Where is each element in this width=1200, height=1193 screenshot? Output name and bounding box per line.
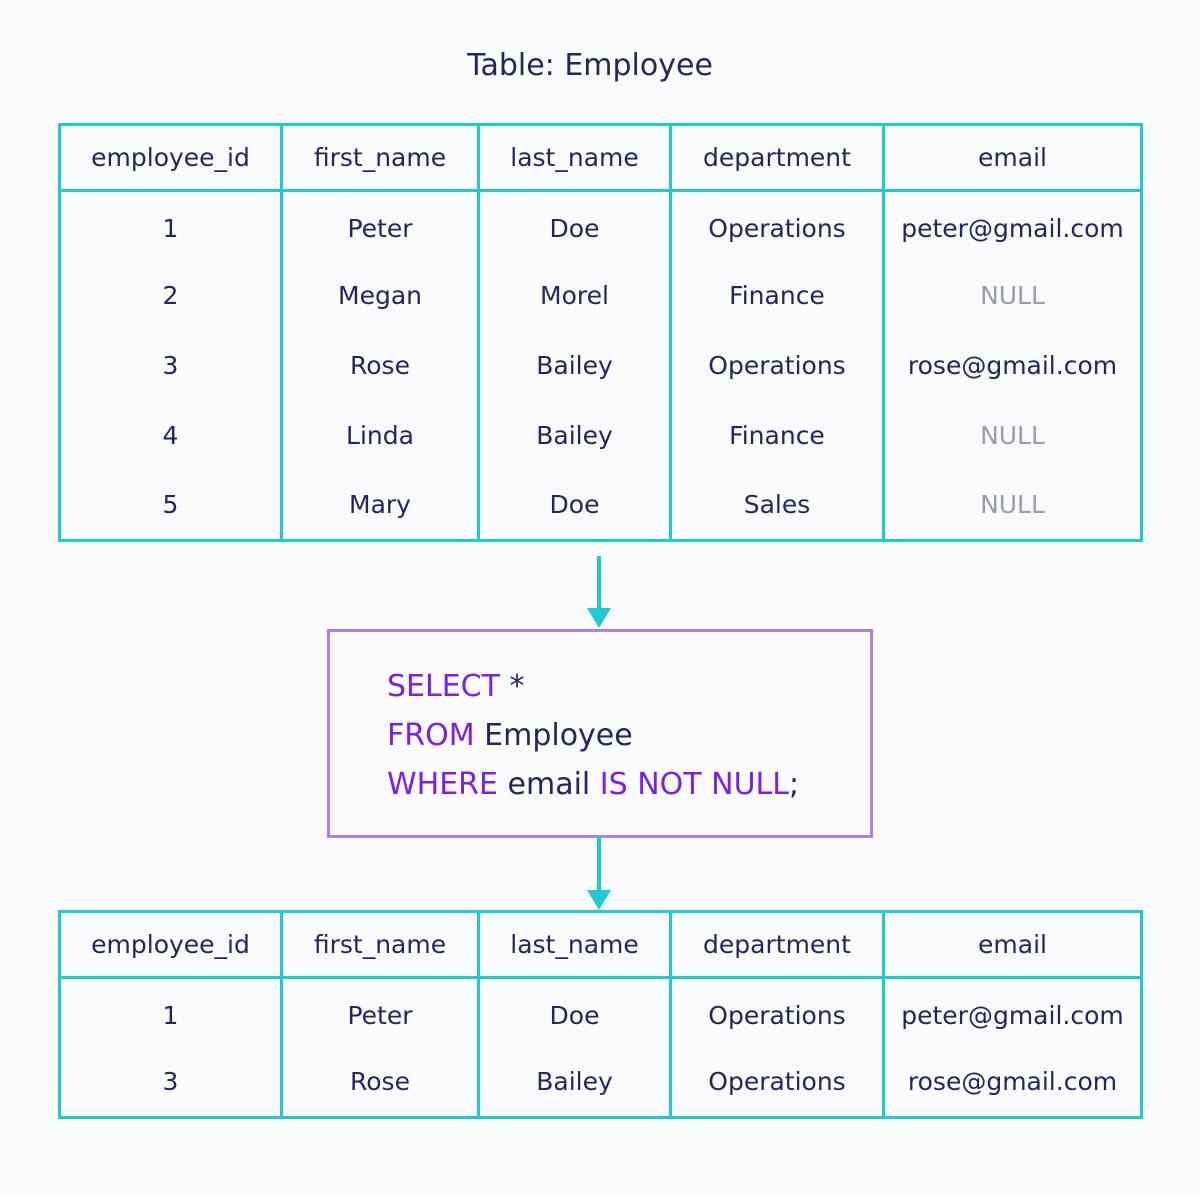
cell-email-null: NULL <box>882 400 1143 471</box>
header-department: department <box>669 123 885 192</box>
cell-first-name: Rose <box>280 1047 480 1119</box>
cell-first-name: Linda <box>280 400 480 471</box>
header-email: email <box>882 910 1143 979</box>
cell-first-name: Peter <box>280 977 480 1048</box>
keyword-select: SELECT <box>387 669 500 704</box>
table-row: 4 Linda Bailey Finance NULL <box>58 400 1143 471</box>
cell-employee-id: 1 <box>58 977 283 1048</box>
query-line-from: FROM Employee <box>387 718 633 753</box>
cell-email: rose@gmail.com <box>882 330 1143 401</box>
result-employee-table: employee_id first_name last_name departm… <box>58 910 1143 1119</box>
cell-last-name: Bailey <box>477 1047 672 1119</box>
cell-last-name: Bailey <box>477 400 672 471</box>
table-row: 1 Peter Doe Operations peter@gmail.com <box>58 977 1143 1048</box>
cell-employee-id: 3 <box>58 330 283 401</box>
cell-first-name: Rose <box>280 330 480 401</box>
cell-email-null: NULL <box>882 470 1143 542</box>
from-table: Employee <box>474 718 633 753</box>
cell-department: Operations <box>669 190 885 261</box>
cell-employee-id: 2 <box>58 260 283 331</box>
cell-first-name: Megan <box>280 260 480 331</box>
table-row: 2 Megan Morel Finance NULL <box>58 260 1143 331</box>
diagram-title: Table: Employee <box>467 48 713 83</box>
arrow-head <box>587 608 611 628</box>
cell-last-name: Doe <box>477 470 672 542</box>
header-last-name: last_name <box>477 910 672 979</box>
table-row: 3 Rose Bailey Operations rose@gmail.com <box>58 1047 1143 1119</box>
cell-department: Operations <box>669 1047 885 1119</box>
query-line-select: SELECT * <box>387 669 525 704</box>
keyword-from: FROM <box>387 718 475 753</box>
cell-department: Finance <box>669 400 885 471</box>
cell-department: Operations <box>669 977 885 1048</box>
cell-last-name: Morel <box>477 260 672 331</box>
table-row: 5 Mary Doe Sales NULL <box>58 470 1143 542</box>
source-employee-table: employee_id first_name last_name departm… <box>58 123 1143 542</box>
cell-employee-id: 3 <box>58 1047 283 1119</box>
cell-email-null: NULL <box>882 260 1143 331</box>
cell-department: Finance <box>669 260 885 331</box>
header-employee-id: employee_id <box>58 123 283 192</box>
table-row: 1 Peter Doe Operations peter@gmail.com <box>58 190 1143 261</box>
down-arrow-icon <box>587 836 611 910</box>
cell-employee-id: 4 <box>58 400 283 471</box>
query-line-where: WHERE email IS NOT NULL; <box>387 767 799 802</box>
cell-email: peter@gmail.com <box>882 977 1143 1048</box>
header-employee-id: employee_id <box>58 910 283 979</box>
table-row: 3 Rose Bailey Operations rose@gmail.com <box>58 330 1143 401</box>
select-columns: * <box>499 669 525 704</box>
cell-department: Sales <box>669 470 885 542</box>
statement-terminator: ; <box>788 767 800 802</box>
keyword-where: WHERE <box>387 767 498 802</box>
cell-email: peter@gmail.com <box>882 190 1143 261</box>
cell-first-name: Mary <box>280 470 480 542</box>
where-column: email <box>497 767 600 802</box>
cell-email: rose@gmail.com <box>882 1047 1143 1119</box>
arrow-shaft <box>597 556 601 610</box>
down-arrow-icon <box>587 556 611 628</box>
header-last-name: last_name <box>477 123 672 192</box>
arrow-shaft <box>597 836 601 892</box>
cell-last-name: Doe <box>477 190 672 261</box>
header-row: employee_id first_name last_name departm… <box>58 123 1143 192</box>
cell-employee-id: 5 <box>58 470 283 542</box>
header-first-name: first_name <box>280 910 480 979</box>
cell-department: Operations <box>669 330 885 401</box>
cell-first-name: Peter <box>280 190 480 261</box>
header-department: department <box>669 910 885 979</box>
cell-employee-id: 1 <box>58 190 283 261</box>
cell-last-name: Bailey <box>477 330 672 401</box>
cell-last-name: Doe <box>477 977 672 1048</box>
header-first-name: first_name <box>280 123 480 192</box>
header-row: employee_id first_name last_name departm… <box>58 910 1143 979</box>
keyword-is-not-null: IS NOT NULL <box>599 767 789 802</box>
arrow-head <box>587 890 611 910</box>
header-email: email <box>882 123 1143 192</box>
sql-query-box: SELECT * FROM Employee WHERE email IS NO… <box>327 629 873 838</box>
